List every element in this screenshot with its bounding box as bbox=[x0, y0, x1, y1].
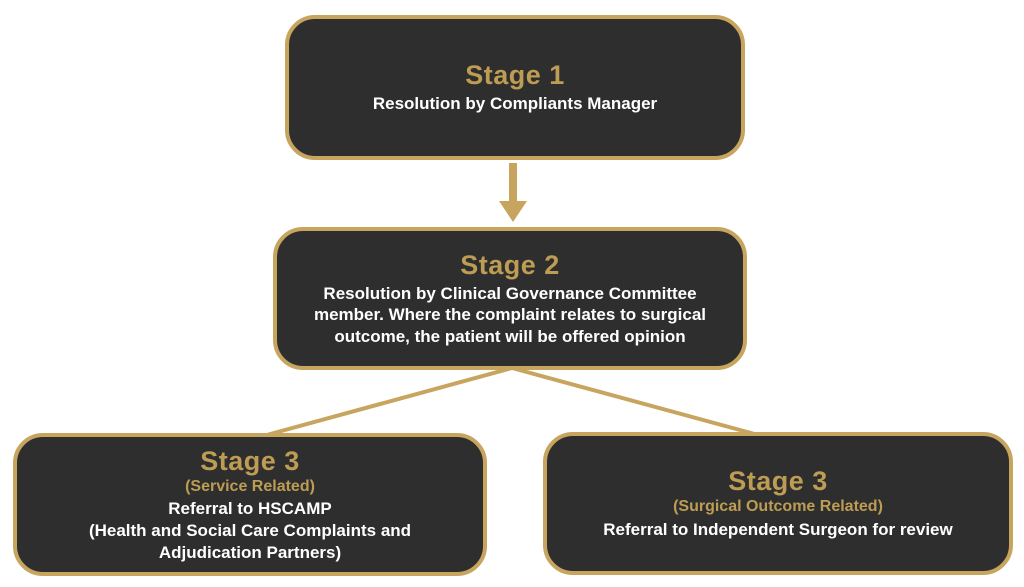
node-stage3-service: Stage 3 (Service Related) Referral to HS… bbox=[13, 433, 487, 576]
stage2-title: Stage 2 bbox=[460, 250, 560, 281]
arrow-down-icon bbox=[499, 163, 527, 222]
stage3-surgical-body: Referral to Independent Surgeon for revi… bbox=[603, 520, 953, 540]
stage3-service-body-line2: (Health and Social Care Complaints and A… bbox=[88, 521, 412, 562]
node-stage1: Stage 1 Resolution by Compliants Manager bbox=[285, 15, 745, 160]
stage1-title: Stage 1 bbox=[465, 60, 565, 91]
node-stage3-surgical: Stage 3 (Surgical Outcome Related) Refer… bbox=[543, 432, 1013, 575]
stage3-service-title: Stage 3 bbox=[200, 446, 300, 477]
branch-connector-lines bbox=[261, 366, 764, 438]
stage3-service-body-line1: Referral to HSCAMP bbox=[168, 499, 332, 519]
stage3-service-subtitle: (Service Related) bbox=[185, 478, 315, 496]
stage3-surgical-subtitle: (Surgical Outcome Related) bbox=[673, 498, 883, 516]
node-stage2: Stage 2 Resolution by Clinical Governanc… bbox=[273, 227, 747, 370]
stage3-surgical-title: Stage 3 bbox=[728, 466, 828, 497]
stage2-body: Resolution by Clinical Governance Commit… bbox=[313, 284, 707, 346]
stage1-body: Resolution by Compliants Manager bbox=[372, 94, 658, 114]
